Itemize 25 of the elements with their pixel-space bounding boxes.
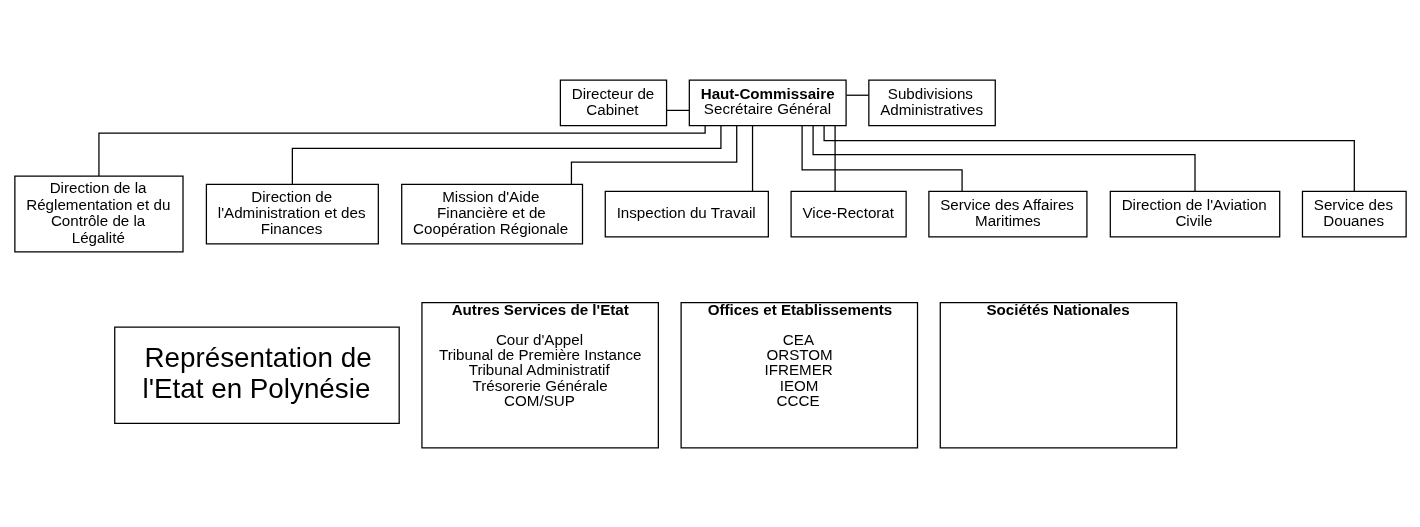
node-box: Vice-Rectorat bbox=[789, 190, 907, 237]
connector bbox=[811, 124, 1196, 192]
node-box: Direction de l'Administration et des Finances bbox=[205, 183, 379, 244]
connector bbox=[845, 94, 869, 96]
node-box: Service des Douanes bbox=[1301, 190, 1407, 237]
node-box: Directeur de Cabinet bbox=[559, 78, 667, 126]
connector bbox=[665, 109, 690, 111]
node-box: Subdivisions Administratives bbox=[867, 78, 996, 126]
node-box: Direction de l'Aviation Civile bbox=[1109, 190, 1280, 237]
connector bbox=[822, 124, 1355, 192]
connector bbox=[833, 124, 836, 192]
node-box: Direction de la Réglementation et du Contrôle de la Légalité bbox=[13, 175, 184, 253]
connector bbox=[751, 124, 753, 192]
connector bbox=[800, 124, 963, 192]
node-box: Service des Affaires Maritimes bbox=[927, 190, 1088, 237]
node-box: Inspection du Travail bbox=[604, 190, 769, 237]
connector bbox=[570, 124, 737, 185]
connector bbox=[97, 124, 706, 177]
node-box: Mission d'Aide Financière et de Coopération Régionale bbox=[400, 183, 583, 244]
node-box: Autres Services de l'Etat Cour d'Appel Tribunal de Première Instance Tribunal Administratif Trésorerie Générale COM/SUP bbox=[420, 301, 659, 449]
node-box: Sociétés Nationales bbox=[939, 301, 1177, 449]
connector bbox=[291, 124, 722, 185]
node-box: Haut-Commissaire Secrétaire Général bbox=[688, 78, 847, 126]
node-box: Représentation de l'Etat en Polynésie bbox=[113, 326, 400, 424]
node-box: Offices et Etablissements CEA ORSTOM IFREMER IEOM CCCE bbox=[680, 301, 918, 449]
